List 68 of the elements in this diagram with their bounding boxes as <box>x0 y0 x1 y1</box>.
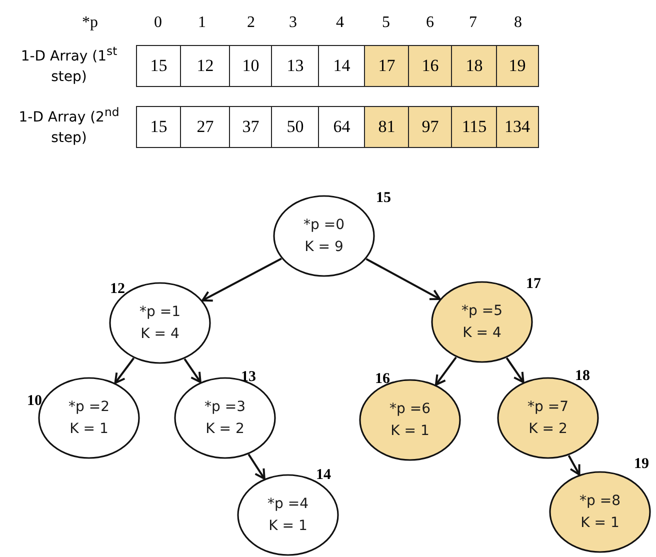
node-text: K = 1 <box>268 517 308 536</box>
array-cell: 37 <box>229 106 272 148</box>
arrow <box>248 454 266 480</box>
index-number: 2 <box>247 14 255 32</box>
index-number: 3 <box>289 14 297 32</box>
node-value: 13 <box>241 369 256 386</box>
array-cell: 18 <box>451 45 498 87</box>
arrow <box>506 357 524 384</box>
index-number: 0 <box>154 14 162 32</box>
node-value: 18 <box>575 368 590 385</box>
row-label: 1-D Array (1$^{st}$ step) <box>20 43 118 87</box>
node-value: 17 <box>526 276 541 293</box>
node-text: *p =1 <box>140 303 180 322</box>
node-text: K = 9 <box>304 238 344 257</box>
array-cell: 13 <box>271 45 320 87</box>
node-value: 15 <box>376 190 391 207</box>
node-value: 14 <box>316 467 331 484</box>
array-cell: 10 <box>229 45 272 87</box>
node-value: 16 <box>375 371 390 388</box>
array-cell: 64 <box>318 106 366 148</box>
array-cell: 17 <box>364 45 410 87</box>
array-cell: 27 <box>180 106 230 148</box>
array-cell: 81 <box>364 106 410 148</box>
row-label: 1-D Array (2$^{nd}$ step) <box>18 104 120 148</box>
node-value: 19 <box>634 456 649 473</box>
array-cell: 16 <box>408 45 452 87</box>
index-number: 6 <box>426 14 434 32</box>
node-text: K = 2 <box>206 420 244 439</box>
node-text: *p =0 <box>304 216 344 235</box>
node-text: *p =8 <box>580 492 620 511</box>
index-number: 5 <box>382 14 390 32</box>
arrow <box>184 358 202 384</box>
tree-node <box>109 282 211 364</box>
index-number: 8 <box>514 14 522 32</box>
node-value: 12 <box>110 281 125 298</box>
node-text: *p =2 <box>68 398 110 417</box>
index-number: 1 <box>198 14 206 32</box>
node-text: K = 1 <box>70 420 108 439</box>
array-cell: 97 <box>408 106 452 148</box>
arrow <box>434 356 457 386</box>
node-text: K = 1 <box>390 422 430 441</box>
arrow <box>202 258 282 302</box>
tree-node <box>273 195 375 277</box>
array-cell: 15 <box>136 45 182 87</box>
index-number: 4 <box>336 14 344 32</box>
node-text: K = 2 <box>528 420 568 439</box>
node-text: *p =4 <box>268 495 308 514</box>
array-cell: 134 <box>496 106 538 148</box>
array-cell: 115 <box>451 106 498 148</box>
arrow <box>568 454 580 476</box>
node-text: *p =7 <box>528 398 568 417</box>
array-cell: 19 <box>496 45 538 87</box>
node-text: K = 4 <box>462 324 502 343</box>
array-cell: 50 <box>271 106 320 148</box>
index-number: 7 <box>469 14 477 32</box>
tree-node <box>549 471 651 553</box>
node-text: *p =6 <box>390 400 430 419</box>
array-cell: 12 <box>180 45 230 87</box>
node-text: K = 1 <box>580 514 620 533</box>
node-text: *p =3 <box>204 398 246 417</box>
array-cell: 14 <box>318 45 366 87</box>
arrow <box>366 258 441 300</box>
node-text: K = 4 <box>140 325 180 344</box>
pointer-label: *p <box>82 14 98 32</box>
array-cell: 15 <box>136 106 182 148</box>
arrow <box>114 358 135 384</box>
node-value: 10 <box>27 393 42 410</box>
node-text: *p =5 <box>462 302 502 321</box>
